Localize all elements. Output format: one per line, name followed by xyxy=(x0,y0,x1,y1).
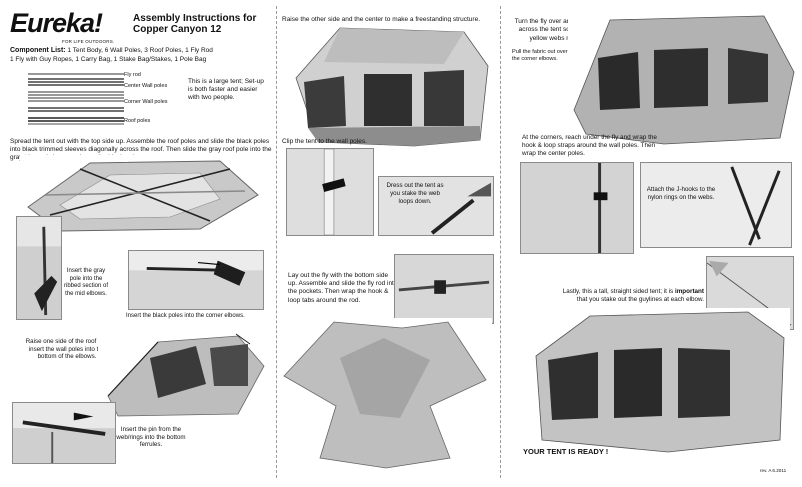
photo-fly-laid-out xyxy=(280,318,492,470)
component-list: Component List: 1 Tent Body, 6 Wall Pole… xyxy=(10,47,270,55)
step-lastly-text: Lastly, this a tall, straight sided tent… xyxy=(562,288,704,305)
step-insert-pin-text: Insert the pin from the web/rings into t… xyxy=(116,426,186,449)
column-divider-2 xyxy=(500,6,501,478)
step-pull-fabric-text: Pull the fabric out over the corner elbo… xyxy=(512,49,568,62)
step-lastly-important: important xyxy=(674,288,704,295)
component-list-line1: 1 Tent Body, 6 Wall Poles, 3 Roof Poles,… xyxy=(67,47,213,54)
pole-diagram xyxy=(26,68,126,132)
photo-wrap-straps xyxy=(520,162,634,254)
photo-raise-side xyxy=(98,326,270,418)
step-lastly-pre: Lastly, this a tall, straight sided tent… xyxy=(562,288,675,295)
step-lay-fly-text: Lay out the fly with the bottom side up.… xyxy=(288,272,398,304)
tent-ready-text: YOUR TENT IS READY ! xyxy=(523,447,609,456)
component-list-label: Component List: xyxy=(10,47,66,54)
column-divider-1 xyxy=(276,6,277,478)
photo-gray-pole-elbow xyxy=(16,216,62,320)
logo-tagline: FOR LIFE OUTDOORS. xyxy=(62,39,115,44)
title-line-2: Copper Canyon 12 xyxy=(133,24,222,35)
eureka-logo: Eureka! FOR LIFE OUTDOORS. xyxy=(10,6,130,46)
step-black-poles-text: Insert the black poles into the corner e… xyxy=(126,313,245,319)
step-raise-side-text: Raise one side of the roof and insert th… xyxy=(25,338,109,361)
step-turn-fly-text: Turn the fly over and drape it across th… xyxy=(514,18,598,42)
photo-fly-draped xyxy=(568,10,796,146)
photo-insert-pin xyxy=(12,402,116,464)
step-corners-text: At the corners, reach under the fly and … xyxy=(522,134,657,158)
component-list-line2: 1 Fly with Guy Ropes, 1 Carry Bag, 1 Sta… xyxy=(10,56,207,63)
label-corner-wall: Corner Wall poles xyxy=(124,99,168,105)
step-j-hooks-text: Attach the J-hooks to the nylon rings on… xyxy=(646,186,716,201)
logo-wordmark: Eureka! xyxy=(10,8,103,38)
photo-finished-tent xyxy=(518,308,790,460)
label-roof: Roof poles xyxy=(124,118,151,124)
large-tent-note: This is a large tent; Set-up is both fas… xyxy=(188,78,264,101)
step-dress-out-text: Dress out the tent as you stake the web … xyxy=(386,182,444,205)
label-fly-rod: Fly rod xyxy=(124,72,141,78)
photo-j-hooks xyxy=(640,162,792,248)
photo-freestanding-tent xyxy=(284,22,494,150)
step-lastly-post: that you stake out the guylines at each … xyxy=(576,296,704,304)
label-center-wall: Center Wall poles xyxy=(124,83,168,89)
step-clip-text: Clip the tent to the wall poles. xyxy=(282,138,367,145)
photo-clip-tent xyxy=(286,148,374,236)
photo-black-poles-corner xyxy=(128,250,264,310)
photo-fly-rod-pocket xyxy=(394,254,494,324)
step-gray-pole-text: Insert the gray pole into the ribbed sec… xyxy=(63,268,109,297)
title-line-1: Assembly Instructions for xyxy=(133,13,257,24)
revision-text: rev. A 6.2011 xyxy=(760,468,787,473)
photo-stake-web-loops xyxy=(378,176,494,236)
step-raise-other-text: Raise the other side and the center to m… xyxy=(282,16,481,23)
